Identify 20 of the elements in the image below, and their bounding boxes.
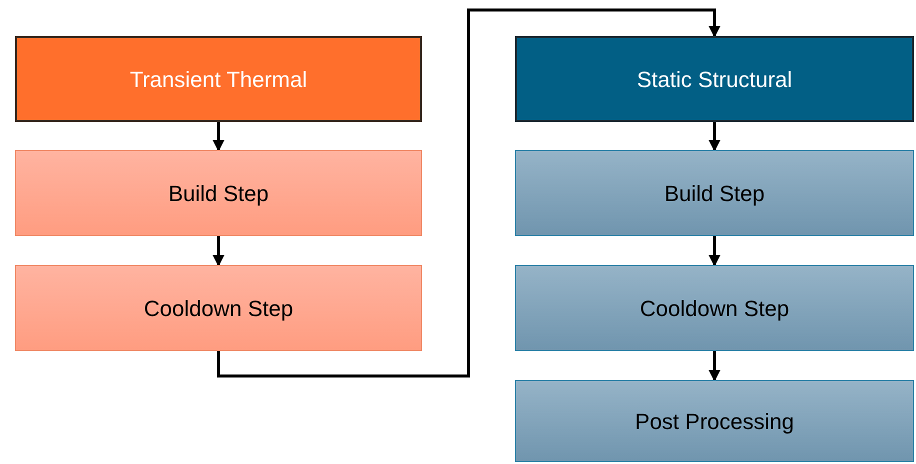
node-label: Build Step xyxy=(664,180,765,208)
node-label: Static Structural xyxy=(636,66,792,94)
arrow xyxy=(212,236,224,267)
arrow xyxy=(708,236,720,267)
node-label: Build Step xyxy=(168,180,269,208)
node-label: Post Processing xyxy=(635,408,794,436)
process-box xyxy=(15,150,422,236)
node-label: Cooldown Step xyxy=(144,294,294,323)
process-box xyxy=(515,265,914,351)
arrow xyxy=(708,122,720,152)
arrow xyxy=(212,122,224,152)
process-box xyxy=(15,265,422,351)
node-label: Transient Thermal xyxy=(130,66,308,94)
arrow xyxy=(217,8,720,378)
process-header-box xyxy=(15,36,422,122)
arrow xyxy=(708,351,720,382)
node-label: Cooldown Step xyxy=(640,294,790,323)
process-box xyxy=(515,380,914,462)
process-header-box xyxy=(515,36,914,122)
process-box xyxy=(515,150,914,236)
